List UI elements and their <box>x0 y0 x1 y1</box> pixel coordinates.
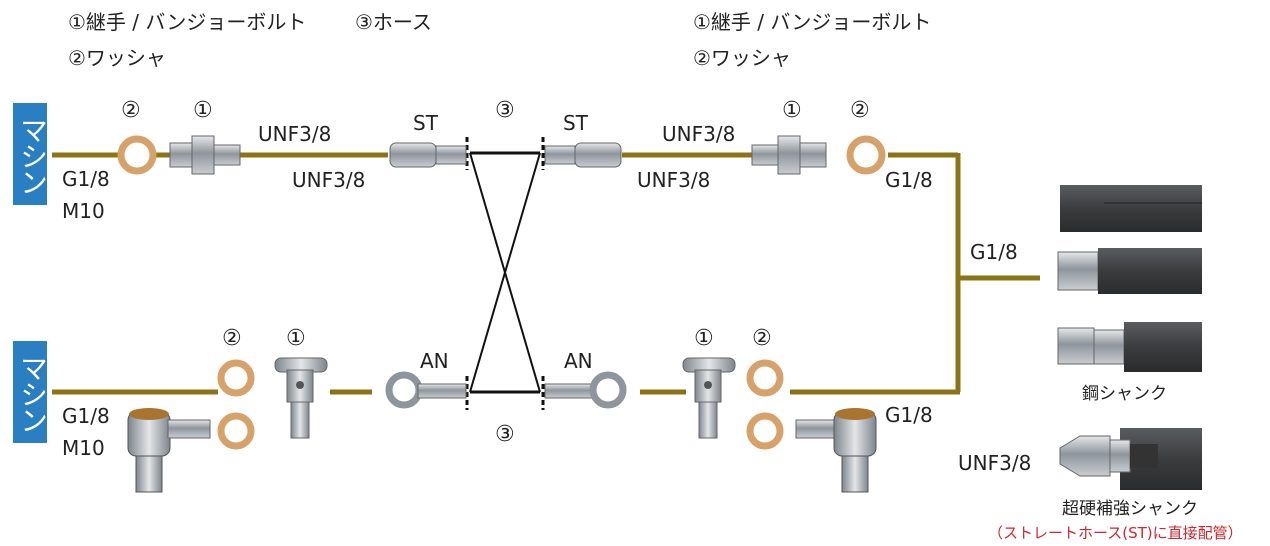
label-g18-junction: G1/8 <box>970 240 1018 264</box>
adapter-fitting-left <box>169 135 241 175</box>
label-m10-bottom-left: M10 <box>62 436 105 460</box>
steel-shank-images <box>1057 185 1202 372</box>
label-unf-top-left-lower: UNF3/8 <box>292 168 366 192</box>
banjo-bolt-right <box>682 357 736 439</box>
caption-steel-shank: 鋼シャンク <box>1082 384 1167 404</box>
banjo-hose-end-left <box>385 371 467 409</box>
banjo-assembly-left <box>127 408 211 493</box>
label-unf-top-right-lower: UNF3/8 <box>637 168 711 192</box>
adapter-fitting-right <box>751 135 827 175</box>
legend-fitting-left: ①継手 / バンジョーボルト <box>68 10 307 34</box>
caption-super-shank: 超硬補強シャンク <box>1062 499 1198 519</box>
straight-hose-end-left <box>389 142 467 168</box>
marker-washer-bottom-left: ② <box>222 326 242 351</box>
label-unf-top-left-upper: UNF3/8 <box>258 122 332 146</box>
label-g18-top-right: G1/8 <box>885 168 933 192</box>
copper-washers <box>117 135 886 450</box>
label-unf-shank: UNF3/8 <box>958 451 1032 475</box>
legend-washer-left: ②ワッシャ <box>68 46 166 70</box>
label-st-right: ST <box>563 111 588 135</box>
hose-lines <box>469 151 541 394</box>
label-g18-bottom-left: G1/8 <box>62 404 110 428</box>
legend-fitting-right: ①継手 / バンジョーボルト <box>693 10 932 34</box>
banjo-assembly-right <box>795 408 877 493</box>
label-an-right: AN <box>564 349 593 373</box>
legend-hose: ③ホース <box>355 10 432 34</box>
cut-marks <box>465 137 545 410</box>
label-st-left: ST <box>413 111 438 135</box>
caption-super-shank-note: （ストレートホース(ST)に直接配管） <box>988 524 1243 542</box>
machine-block-top: マシン <box>13 103 49 205</box>
label-g18-bottom-right: G1/8 <box>885 403 933 427</box>
marker-bolt-bottom-right: ① <box>694 326 714 351</box>
marker-hose-bottom: ③ <box>495 422 515 447</box>
super-shank-image <box>1059 428 1202 490</box>
straight-hose-end-right <box>544 142 622 168</box>
machine-block-bottom: マシン <box>13 341 49 443</box>
marker-fitting-top-right: ① <box>782 98 802 123</box>
pipe-lines <box>52 152 1040 395</box>
banjo-bolt-left <box>274 357 328 439</box>
legend-washer-right: ②ワッシャ <box>693 46 791 70</box>
label-m10-top-left: M10 <box>62 199 105 223</box>
marker-fitting-top-left: ① <box>193 98 213 123</box>
marker-washer-bottom-right: ② <box>752 326 772 351</box>
label-an-left: AN <box>420 349 449 373</box>
marker-hose-top: ③ <box>495 98 515 123</box>
label-g18-top-left: G1/8 <box>62 167 110 191</box>
marker-washer-top-left: ② <box>121 98 141 123</box>
label-unf-top-right-upper: UNF3/8 <box>662 122 736 146</box>
banjo-hose-end-right <box>544 371 627 409</box>
marker-washer-top-right: ② <box>850 98 870 123</box>
marker-bolt-bottom-left: ① <box>286 326 306 351</box>
